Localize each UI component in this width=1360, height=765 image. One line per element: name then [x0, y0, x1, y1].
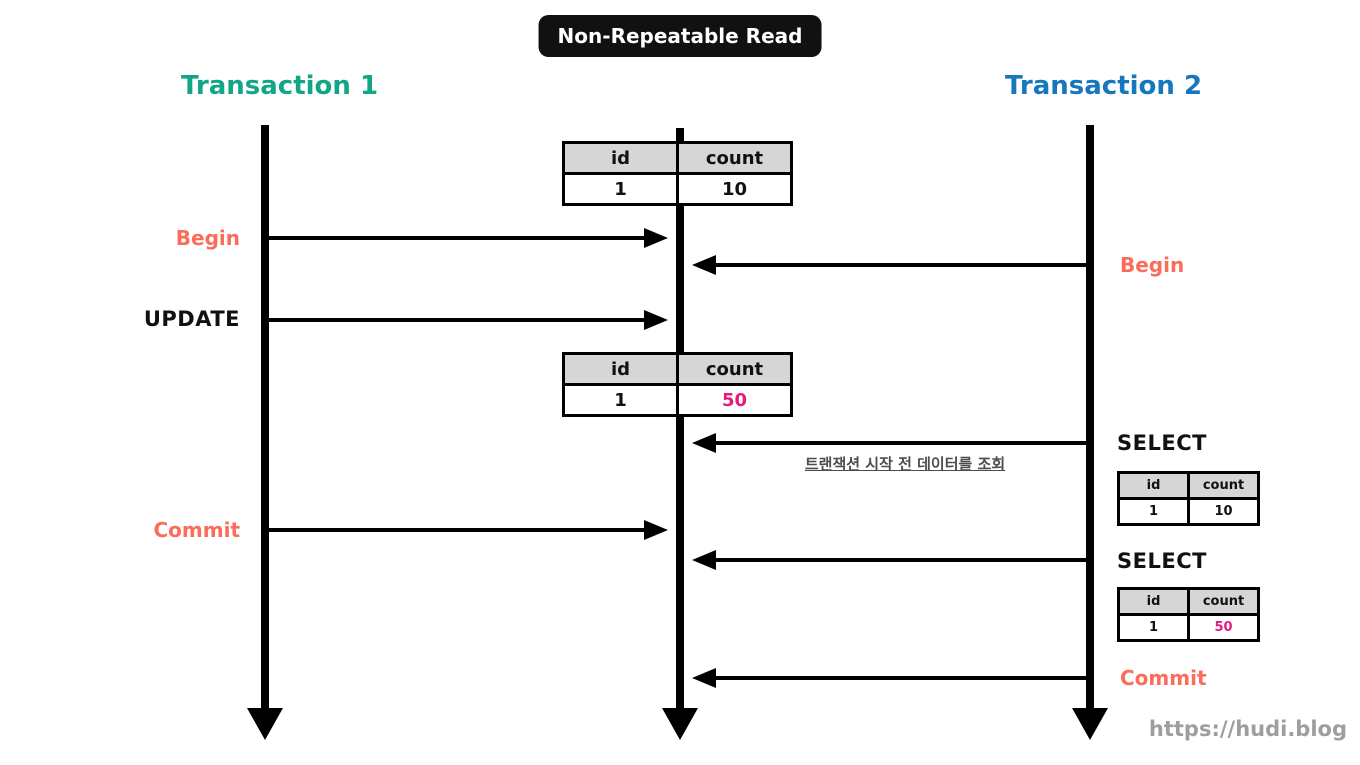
- t1-begin-label: Begin: [175, 226, 240, 250]
- t2-select1-result-table: id count 1 10: [1117, 471, 1260, 526]
- timeline-transaction1-arrowhead-icon: [247, 708, 283, 740]
- t1-commit-arrow-head-icon: [644, 520, 668, 540]
- t2-select2-arrow-line: [714, 558, 1088, 562]
- transaction2-title: Transaction 2: [1005, 71, 1203, 101]
- table-row: 1 50: [1117, 613, 1260, 642]
- t2-commit-label: Commit: [1120, 666, 1207, 690]
- t2-select2-result-table: id count 1 50: [1117, 587, 1260, 642]
- t2-begin-arrow-line: [714, 263, 1088, 267]
- t2-select2-result-count-value: 50: [1187, 613, 1260, 642]
- table-row: 1 10: [562, 172, 793, 206]
- t2-select2-result-id-value: 1: [1117, 613, 1190, 642]
- timeline-database-arrowhead-icon: [662, 708, 698, 740]
- title-badge: Non-Repeatable Read: [538, 15, 822, 57]
- db-table-updated: id count 1 50: [562, 352, 793, 417]
- select1-annotation: 트랜잭션 시작 전 데이터를 조회: [804, 455, 1006, 473]
- timeline-transaction2: [1086, 125, 1094, 710]
- t1-commit-arrow-line: [267, 528, 645, 532]
- t2-begin-arrow-head-icon: [692, 255, 716, 275]
- t2-select1-result-header-id: id: [1117, 471, 1190, 500]
- watermark-url: https://hudi.blog: [1148, 717, 1347, 741]
- t2-commit-arrow-line: [714, 676, 1088, 680]
- db-table-initial-count-value: 10: [676, 172, 793, 206]
- t2-select1-arrow-line: [714, 441, 1088, 445]
- t2-select1-result-id-value: 1: [1117, 497, 1190, 526]
- t2-select2-result-header-id: id: [1117, 587, 1190, 616]
- db-table-updated-id-value: 1: [562, 383, 679, 417]
- t1-commit-label: Commit: [153, 518, 240, 542]
- db-table-initial-header-id: id: [562, 141, 679, 175]
- t2-select2-result-header-count: count: [1187, 587, 1260, 616]
- t1-update-arrow-head-icon: [644, 310, 668, 330]
- t2-select2-arrow-head-icon: [692, 550, 716, 570]
- timeline-transaction1: [261, 125, 269, 710]
- transaction1-title: Transaction 1: [181, 71, 379, 101]
- t2-select1-label: SELECT: [1117, 431, 1207, 455]
- t1-begin-arrow-head-icon: [644, 228, 668, 248]
- title-badge-label: Non-Repeatable Read: [557, 24, 803, 48]
- timeline-transaction2-arrowhead-icon: [1072, 708, 1108, 740]
- t1-begin-arrow-line: [267, 236, 645, 240]
- table-row: 1 50: [562, 383, 793, 417]
- db-table-updated-header-id: id: [562, 352, 679, 386]
- t2-commit-arrow-head-icon: [692, 668, 716, 688]
- table-row: 1 10: [1117, 497, 1260, 526]
- t2-select1-result-header-count: count: [1187, 471, 1260, 500]
- db-table-initial-header-count: count: [676, 141, 793, 175]
- t1-update-arrow-line: [267, 318, 645, 322]
- t2-select1-arrow-head-icon: [692, 433, 716, 453]
- t2-begin-label: Begin: [1120, 253, 1185, 277]
- db-table-updated-count-value: 50: [676, 383, 793, 417]
- db-table-initial: id count 1 10: [562, 141, 793, 206]
- t2-select1-result-count-value: 10: [1187, 497, 1260, 526]
- db-table-initial-id-value: 1: [562, 172, 679, 206]
- timeline-database: [676, 128, 684, 710]
- t2-select2-label: SELECT: [1117, 549, 1207, 573]
- db-table-updated-header-count: count: [676, 352, 793, 386]
- t1-update-label: UPDATE: [143, 307, 240, 331]
